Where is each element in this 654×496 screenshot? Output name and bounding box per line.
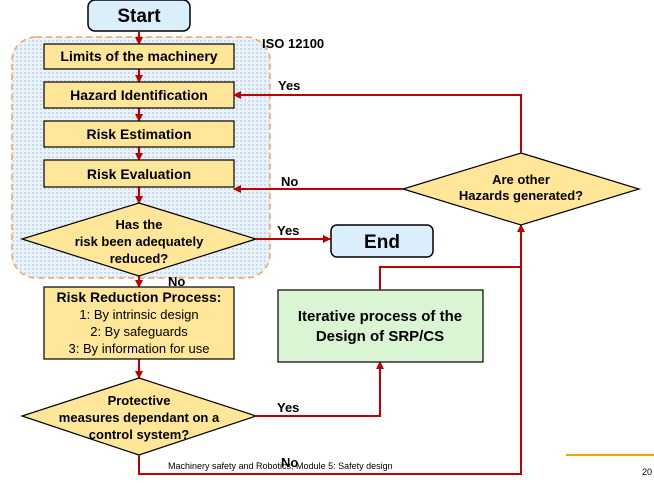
step-limits: [43, 43, 235, 70]
decision-risk-reduced-line-3: reduced?: [110, 251, 169, 266]
label-no-reduce: No: [168, 274, 185, 289]
label-no-eval: No: [281, 174, 298, 189]
risk-reduction-title: Risk Reduction Process:: [57, 289, 222, 305]
step-estimation-label: Risk Estimation: [86, 126, 191, 142]
label-yes-end: Yes: [277, 223, 299, 238]
iterative-process-box: [277, 289, 484, 363]
decision-risk-reduced-line-2: risk been adequately: [75, 234, 204, 249]
step-evaluation: [43, 159, 235, 188]
step-hazard: [43, 81, 235, 109]
end-label: End: [364, 232, 400, 253]
label-yes-iterative: Yes: [277, 400, 299, 415]
step-hazard-label: Hazard Identification: [70, 87, 208, 103]
decision-control-line-3: control system?: [89, 427, 189, 442]
slide-footer: Machinery safety and Robotics, Module 5:…: [168, 461, 393, 471]
decision-risk-reduced-line-1: Has the: [116, 217, 163, 232]
step-limits-label: Limits of the machinery: [60, 48, 217, 64]
risk-reduction-item-3: 3: By information for use: [69, 341, 210, 356]
decision-hazards-line-2: Hazards generated?: [459, 188, 583, 203]
start-label: Start: [117, 6, 161, 27]
decision-other-hazards: [400, 152, 642, 226]
step-estimation: [43, 120, 235, 148]
risk-reduction-box: [43, 286, 235, 360]
decision-hazards-line-1: Are other: [492, 172, 550, 187]
decision-risk-reduced: [19, 202, 259, 277]
decision-control-line-2: measures dependant on a: [59, 410, 220, 425]
decision-control-line-1: Protective: [108, 393, 171, 408]
label-yes-hazard: Yes: [278, 78, 300, 93]
end-node: [330, 224, 434, 258]
risk-reduction-item-1: 1: By intrinsic design: [79, 307, 198, 322]
risk-reduction-item-2: 2: By safeguards: [90, 324, 188, 339]
label-no-bottom: No: [281, 455, 298, 470]
iso-label: ISO 12100: [262, 36, 324, 51]
step-evaluation-label: Risk Evaluation: [87, 166, 191, 182]
page-number: 20: [642, 467, 653, 477]
iterative-line-1: Iterative process of the: [298, 308, 462, 325]
iterative-line-2: Design of SRP/CS: [316, 328, 444, 345]
